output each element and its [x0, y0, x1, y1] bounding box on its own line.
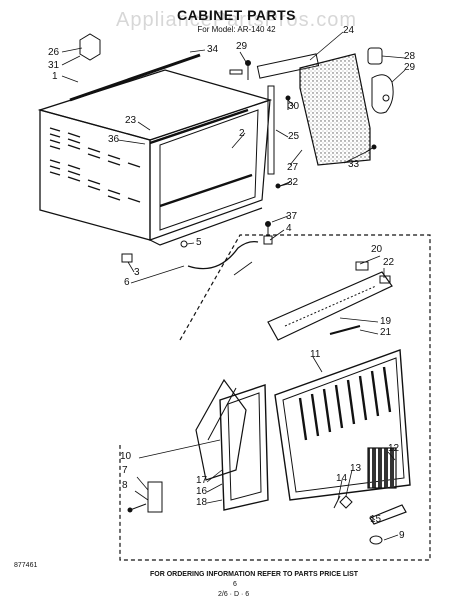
callout-8: 8: [122, 480, 128, 491]
callout-26: 26: [48, 47, 60, 58]
control-cover: [267, 271, 393, 341]
date-code: 2/6 · D · 6: [218, 591, 250, 598]
cabinet-louvers: [49, 127, 141, 203]
callout-34: 36: [108, 134, 120, 145]
callout-20: 20: [371, 244, 383, 255]
foot-part-9: [369, 535, 383, 545]
callout-15: 15: [370, 514, 382, 525]
callout-5: 5: [196, 237, 202, 248]
filter-panel: [299, 53, 371, 166]
knob-part-22: [379, 275, 391, 284]
callout-11: 11: [310, 349, 321, 360]
callout-36: 37: [286, 211, 298, 222]
grommet-part-5: [180, 240, 188, 248]
callout-31: 31: [48, 60, 60, 71]
handle-block: [367, 47, 383, 65]
callout-30-top: 29: [236, 41, 248, 52]
callout-13: 13: [350, 463, 362, 474]
foot-part-3: [121, 253, 133, 263]
front-assembly-box: [119, 234, 431, 561]
callout-18: 18: [196, 497, 208, 508]
callout-12: 12: [388, 443, 400, 454]
filter-wire: [195, 378, 247, 481]
callout-16: 16: [196, 486, 208, 497]
callout-6: 6: [124, 277, 130, 288]
callout-9: 9: [399, 530, 405, 541]
callout-27: 27: [287, 162, 299, 173]
control-knob: [371, 74, 394, 114]
page-number: 6: [233, 581, 237, 588]
figure-number: 877461: [14, 562, 38, 569]
grille-louvers: [298, 366, 392, 441]
knob-part-20: [355, 261, 369, 271]
callout-10: 10: [120, 451, 132, 462]
bracket-part-26: [79, 33, 101, 61]
callout-3: 3: [134, 267, 140, 278]
leader-lines: [61, 31, 406, 541]
callout-33: 34: [207, 44, 219, 55]
callout-28: 28: [404, 51, 416, 62]
ground-wire: [187, 240, 259, 270]
ordering-note: FOR ORDERING INFORMATION REFER TO PARTS …: [150, 571, 359, 578]
callout-4: 4: [286, 223, 292, 234]
front-grille: [274, 349, 411, 501]
callout-24: 24: [343, 25, 355, 36]
callout-17: 17: [196, 475, 208, 486]
side-bracket: [147, 481, 163, 513]
callout-19: 19: [380, 316, 392, 327]
callout-7: 7: [122, 465, 128, 476]
callout-30: 30: [288, 101, 300, 112]
base-strip: [369, 504, 407, 525]
callout-23: 23: [125, 115, 137, 126]
callout-31-right: 32: [287, 177, 299, 188]
callout-22: 22: [383, 257, 395, 268]
watermark: AppliancePartsPros.com: [116, 9, 357, 31]
callout-29: 29: [404, 62, 416, 73]
callout-14: 14: [336, 473, 348, 484]
callout-1: 1: [52, 71, 58, 82]
side-strip: [267, 85, 275, 175]
callout-32: 33: [348, 159, 360, 170]
top-channel: [256, 53, 320, 79]
page-title: CABINET PARTS: [176, 7, 297, 23]
callout-25: 25: [288, 131, 300, 142]
callout-21: 21: [380, 327, 392, 338]
filter-frame: [219, 384, 269, 511]
discharge-louver: [367, 447, 397, 489]
lever-part-21: [329, 325, 361, 335]
model-subtitle: For Model: AR-140 42: [197, 25, 276, 34]
callout-2: 2: [239, 128, 245, 139]
cabinet-shell: [37, 53, 273, 241]
